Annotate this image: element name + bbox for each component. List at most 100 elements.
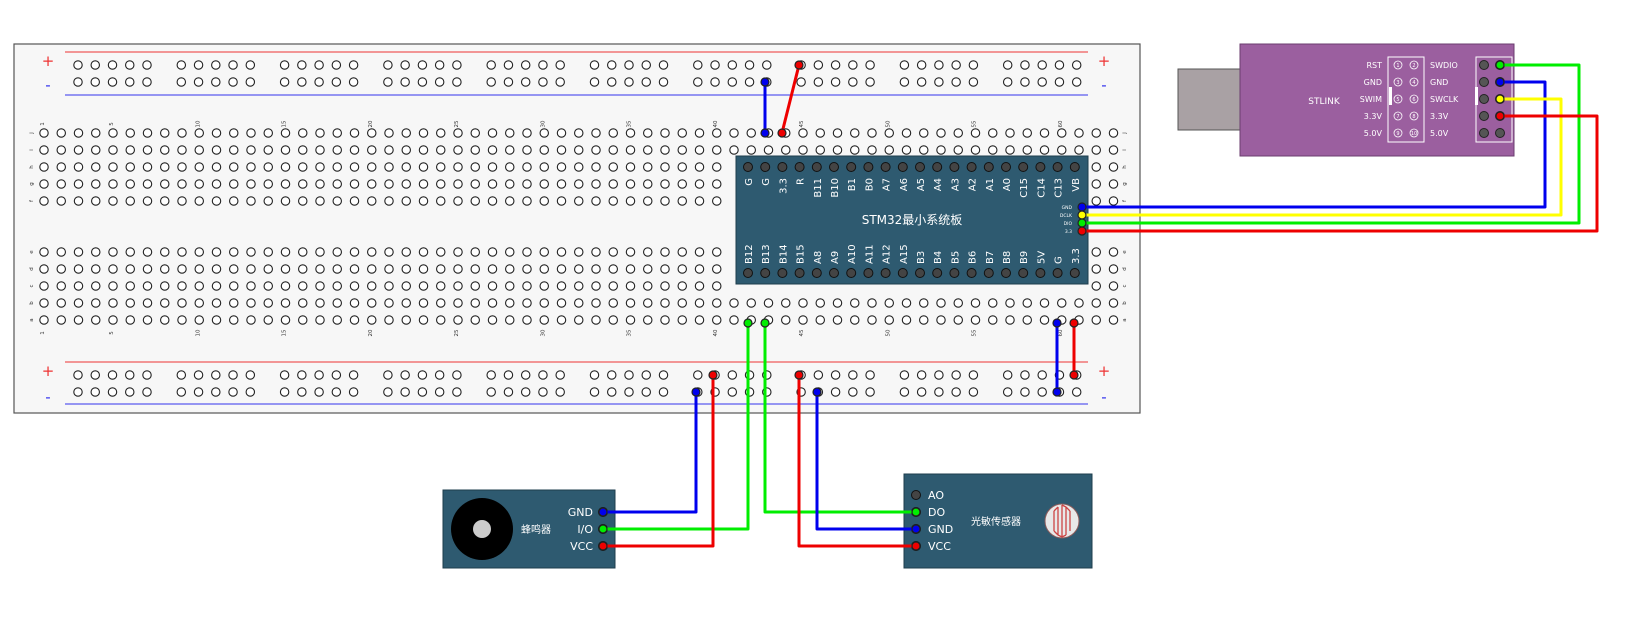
stm32-top-pin-label: A3	[950, 178, 961, 191]
wire-end-dot	[691, 387, 701, 397]
rail-hole	[503, 77, 514, 87]
terminal-hole	[211, 281, 222, 291]
terminal-hole	[39, 315, 49, 325]
rail-hole	[1054, 60, 1065, 70]
wire-endpoints	[598, 60, 1505, 551]
terminal-hole	[694, 128, 705, 138]
rail-hole	[193, 77, 204, 87]
rail-hole	[297, 60, 307, 70]
terminal-hole	[384, 264, 394, 274]
stm32-bottom-pin-label: A11	[864, 244, 875, 264]
terminal-hole	[573, 162, 584, 172]
terminal-hole	[125, 128, 136, 138]
wire-end-dot	[760, 318, 770, 328]
wire-swd-clk	[1082, 97, 1563, 217]
terminal-hole	[1091, 196, 1102, 206]
terminal-hole	[729, 298, 739, 308]
terminal-hole	[280, 315, 291, 325]
stlink-pin-number: 5	[1396, 97, 1399, 103]
terminal-hole	[453, 281, 463, 291]
terminal-hole	[194, 179, 205, 189]
terminal-hole	[711, 162, 722, 172]
stm32-bottom-pin	[863, 268, 874, 278]
terminal-hole	[229, 315, 239, 325]
stm32-bottom-pin	[880, 268, 891, 278]
rail-hole	[744, 77, 755, 87]
rail-hole	[90, 387, 101, 397]
stm32-top-pin	[1052, 162, 1063, 172]
terminal-hole	[194, 264, 205, 274]
terminal-hole	[522, 298, 532, 308]
terminal-hole	[487, 315, 498, 325]
stm32-bottom-pin-label: B4	[933, 251, 944, 264]
terminal-hole	[349, 196, 360, 206]
terminal-hole	[729, 315, 739, 325]
terminal-hole	[73, 196, 84, 206]
stm32-top-pin	[915, 162, 925, 172]
terminal-hole	[591, 196, 601, 206]
rail-hole	[279, 387, 290, 397]
stm32-side-pin-label: DIO	[1064, 221, 1073, 227]
rail-hole	[830, 387, 841, 397]
terminal-hole	[711, 315, 722, 325]
wire-end-dot	[794, 60, 804, 70]
row-letter-right: j	[1122, 132, 1128, 135]
terminal-hole	[1022, 298, 1032, 308]
terminal-hole	[56, 298, 66, 308]
wire-end-dot	[812, 387, 822, 397]
terminal-hole	[591, 145, 601, 155]
rail-hole	[176, 370, 187, 380]
terminal-hole	[901, 145, 912, 155]
terminal-hole	[642, 196, 653, 206]
terminal-hole	[280, 281, 291, 291]
rail-hole	[314, 387, 324, 397]
wire-end-dot	[708, 370, 718, 380]
terminal-hole	[91, 298, 101, 308]
stm32-bottom-pin	[1069, 268, 1080, 278]
rail-hole	[107, 60, 118, 70]
terminal-hole	[918, 315, 929, 325]
stm32-top-pin-label: A5	[916, 178, 927, 191]
rail-hole	[727, 387, 738, 397]
row-letter-right: d	[1122, 267, 1128, 271]
terminal-hole	[229, 264, 239, 274]
wire-end-dot	[1052, 318, 1062, 328]
terminal-hole	[470, 196, 480, 206]
stlink-pin-number-ring	[1409, 94, 1419, 104]
stlink-right-label: GND	[1430, 78, 1448, 87]
rail-hole	[434, 77, 445, 87]
terminal-hole	[332, 179, 342, 189]
terminal-hole	[470, 128, 480, 138]
rail-hole	[865, 60, 875, 70]
terminal-hole	[73, 298, 84, 308]
terminal-hole	[539, 128, 549, 138]
terminal-hole	[229, 128, 239, 138]
column-number-bottom: 5	[109, 331, 115, 335]
terminal-hole	[418, 315, 429, 325]
terminal-hole	[73, 315, 84, 325]
terminal-hole	[315, 298, 325, 308]
terminal-hole	[1057, 298, 1067, 308]
terminal-hole	[504, 162, 515, 172]
rail-hole	[555, 370, 565, 380]
terminal-hole	[711, 196, 722, 206]
terminal-hole	[556, 247, 567, 257]
terminal-hole	[798, 298, 808, 308]
terminal-hole	[660, 162, 670, 172]
column-number-bottom: 30	[540, 329, 546, 336]
rail-minus-label: -	[45, 76, 50, 94]
terminal-hole	[91, 179, 101, 189]
stm32-title: STM32最小系统板	[862, 213, 963, 227]
stlink-pin-number: 4	[1412, 80, 1415, 86]
terminal-hole	[73, 145, 84, 155]
terminal-hole	[349, 298, 360, 308]
rail-hole	[434, 387, 445, 397]
terminal-hole	[401, 281, 411, 291]
terminal-hole	[1022, 128, 1032, 138]
terminal-hole	[349, 128, 360, 138]
rail-hole	[951, 60, 961, 70]
terminal-hole	[987, 145, 998, 155]
rail-hole	[727, 60, 738, 70]
